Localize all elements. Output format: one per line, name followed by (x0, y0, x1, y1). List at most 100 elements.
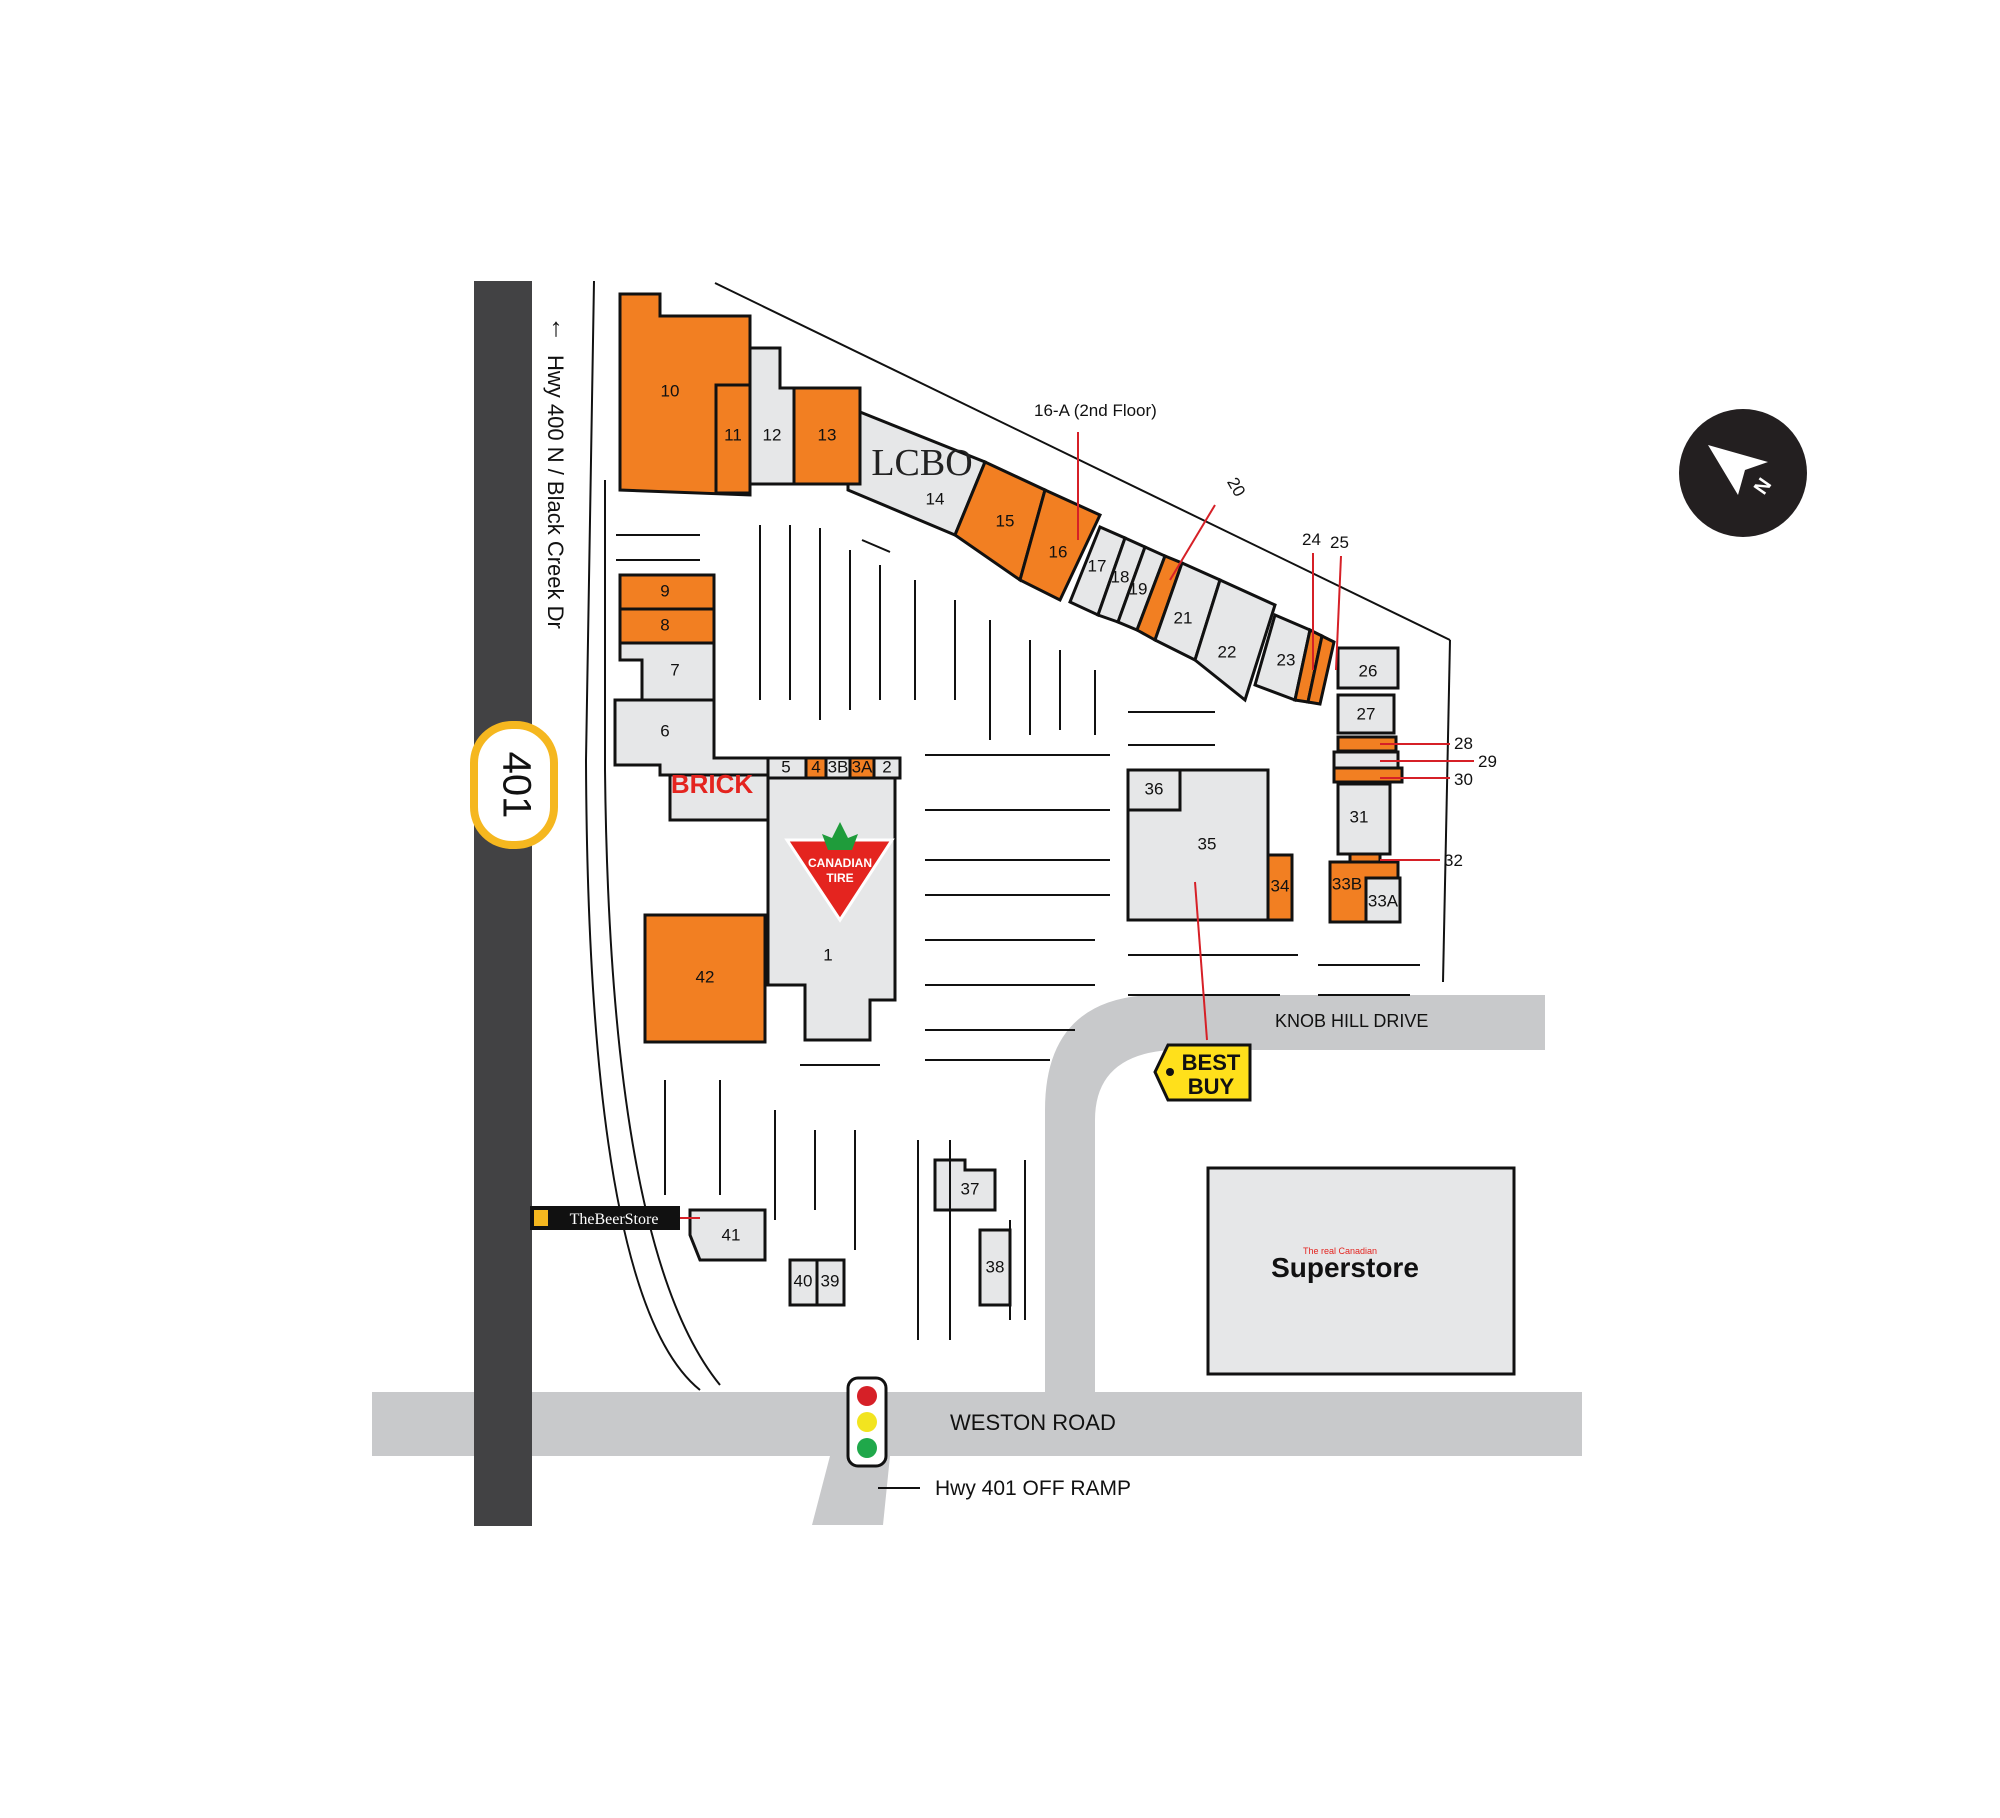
compass-arrow-icon: N (1679, 409, 1807, 537)
lcbo-logo-text: LCBO (871, 442, 972, 484)
unit-label-41: 41 (722, 1225, 741, 1244)
unit-27[interactable] (1336, 693, 1396, 735)
unit-label-12: 12 (763, 425, 782, 444)
unit-label-4: 4 (811, 757, 820, 776)
superstore-text: Superstore (1271, 1252, 1419, 1283)
unit-label-31: 31 (1350, 807, 1369, 826)
unit-label-36: 36 (1145, 779, 1164, 798)
traffic-light-icon (846, 1376, 888, 1468)
weston-road-label: WESTON ROAD (950, 1410, 1116, 1435)
best-buy-text-2: BUY (1188, 1074, 1235, 1099)
parking-row (759, 525, 1096, 740)
unit-36[interactable] (1126, 768, 1182, 812)
callout-25-leader (1335, 555, 1342, 671)
unit-30[interactable] (1332, 766, 1404, 784)
unit-label-38: 38 (986, 1257, 1005, 1276)
best-buy-tag-hole (1166, 1068, 1174, 1076)
weston-road (372, 1392, 1582, 1456)
lcbo-logo: LCBO (871, 442, 972, 484)
canadian-tire-text-2: TIRE (826, 871, 853, 885)
roads (372, 995, 1582, 1525)
unit-label-42: 42 (696, 967, 715, 986)
best-buy-leader (1194, 881, 1208, 1041)
unit-33a[interactable] (1364, 876, 1402, 924)
unit-label-5: 5 (781, 757, 790, 776)
canadian-tire-text-1: CANADIAN (808, 856, 872, 870)
parking-row (925, 754, 1110, 1061)
callout-30-label: 30 (1454, 770, 1473, 789)
maple-leaf-icon (822, 822, 858, 850)
traffic-light-green (857, 1438, 877, 1458)
unit-label-6: 6 (660, 721, 669, 740)
unit-label-27: 27 (1357, 704, 1376, 723)
superstore-building[interactable] (1206, 1166, 1516, 1376)
knob-hill-drive-road (1045, 995, 1545, 1392)
off-ramp-label: Hwy 401 OFF RAMP (935, 1477, 1131, 1500)
knob-hill-drive-label: KNOB HILL DRIVE (1275, 1011, 1428, 1031)
beer-store-text: TheBeerStore (570, 1211, 659, 1228)
callout-24-label: 24 (1302, 530, 1321, 549)
unit-label-13: 13 (818, 425, 837, 444)
unit-label-17: 17 (1088, 556, 1107, 575)
parking-row (664, 1080, 856, 1250)
unit-34[interactable] (1266, 853, 1294, 922)
highway-shield: 401 (470, 721, 558, 849)
unit-label-8: 8 (660, 615, 669, 634)
unit-label-3a: 3A (852, 757, 873, 776)
callout-28-label: 28 (1454, 734, 1473, 753)
unit-8[interactable] (618, 607, 716, 645)
best-buy-logo: BEST BUY (1153, 1043, 1252, 1102)
beer-store-banner (530, 1206, 680, 1230)
hwy-400-label-text: Hwy 400 N / Black Creek Dr (543, 355, 568, 629)
callout-29-label: 29 (1478, 752, 1497, 771)
unit-label-26: 26 (1359, 661, 1378, 680)
boundary-west-inner (604, 480, 721, 1386)
unit-label-9: 9 (660, 581, 669, 600)
unit-label-40: 40 (794, 1271, 813, 1290)
parking-row (665, 1041, 880, 1066)
unit-label-2: 2 (882, 757, 891, 776)
superstore-tagline: The real Canadian (1303, 1246, 1377, 1256)
boundary-east (1442, 639, 1451, 983)
callout-20-leader (1169, 504, 1216, 581)
unit-26[interactable] (1336, 646, 1400, 690)
brick-logo-text: BRICK (671, 769, 754, 799)
unit-41[interactable] (688, 1208, 767, 1262)
unit-25[interactable] (1306, 633, 1336, 706)
unit-label-37: 37 (961, 1179, 980, 1198)
beer-store-logo: TheBeerStore (530, 1206, 680, 1230)
unit-40[interactable] (788, 1258, 819, 1307)
unit-label-16: 16 (1049, 542, 1068, 561)
unit-label-11: 11 (724, 425, 742, 444)
unit-label-3b: 3B (828, 757, 849, 776)
up-arrow-icon: ↑ (550, 312, 563, 342)
unit-label-22: 22 (1218, 642, 1237, 661)
unit-9[interactable] (618, 573, 716, 611)
unit-16[interactable] (1018, 487, 1103, 603)
best-buy-text-1: BEST (1182, 1050, 1241, 1075)
unit-39[interactable] (815, 1258, 846, 1307)
site-boundary (584, 280, 1451, 1391)
unit-7[interactable] (618, 641, 716, 702)
unit-label-23: 23 (1277, 650, 1296, 669)
callout-16a-label: 16-A (2nd Floor) (1034, 401, 1157, 420)
unit-label-34: 34 (1271, 876, 1290, 895)
unit-label-19: 19 (1129, 579, 1148, 598)
callout-20-label: 20 (1223, 474, 1249, 500)
canadian-tire-logo: CANADIAN TIRE (784, 822, 895, 923)
traffic-light-red (857, 1386, 877, 1406)
highway-401 (474, 281, 532, 1526)
parking-rows (616, 525, 1420, 1340)
unit-label-1: 1 (823, 945, 832, 964)
unit-label-15: 15 (996, 511, 1015, 530)
superstore-logo: The real Canadian Superstore (1271, 1246, 1419, 1283)
unit-labels: 10 11 12 13 14 15 16 17 18 19 21 22 23 2… (660, 381, 1399, 1290)
beer-mug-icon (534, 1210, 548, 1226)
unit-label-33b: 33B (1332, 874, 1362, 893)
unit-12[interactable] (748, 346, 796, 486)
parking-row (917, 1140, 1026, 1340)
unit-6[interactable] (613, 698, 770, 777)
boundary-west (584, 280, 701, 1391)
unit-22[interactable] (1193, 577, 1277, 703)
